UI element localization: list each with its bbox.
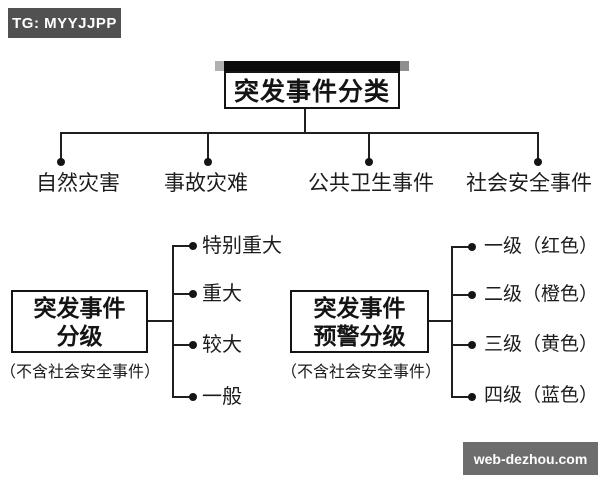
grading-level-label: 特别重大 [202,235,282,257]
grading-spine-line [172,245,174,398]
category-dot [534,158,542,166]
warning-level-dot [468,341,476,349]
category-label: 公共卫生事件 [308,171,434,195]
grading-level-label: 重大 [202,283,242,305]
category-label: 社会安全事件 [466,171,592,195]
warning-level-dot [468,291,476,299]
watermark-badge: web-dezhou.com [463,442,598,475]
category-label: 事故灾难 [164,171,248,195]
grading-branch-line [172,293,194,295]
root-title: 突发事件分类 [233,78,390,106]
category-dot [57,158,65,166]
warning-box: 突发事件 预警分级 [290,290,429,353]
decor-bar-middle [224,61,400,71]
root-box: 突发事件分类 [224,71,400,109]
grading-level-dot [189,393,197,401]
grading-level-label: 较大 [202,334,242,356]
warning-level-dot [468,243,476,251]
tg-badge: TG: MYYJJPP [8,8,121,38]
category-drop-line [368,133,370,163]
root-connector-line [304,109,306,133]
warning-level-dot [468,393,476,401]
warning-spine-line [451,246,453,398]
category-rail-line [60,132,539,134]
warning-level-label: 二级（橙色） [484,284,599,305]
warning-level-label: 一级（红色） [484,236,599,257]
root-decor-bar [215,61,409,71]
grading-level-dot [189,290,197,298]
category-drop-line [537,133,539,163]
category-dot [365,158,373,166]
warning-note: （不含社会安全事件） [281,364,442,381]
grading-box: 突发事件 分级 [11,290,148,353]
grading-branch-line [172,245,194,247]
category-dot [204,158,212,166]
grading-note: （不含社会安全事件） [0,364,161,381]
grading-box-line2: 分级 [56,322,103,349]
grading-branch-line [172,344,194,346]
decor-bar-left-cap [215,61,224,71]
category-label: 自然灾害 [36,171,120,195]
grading-branch-line [172,396,194,398]
grading-connector-line [148,320,174,322]
warning-box-line2: 预警分级 [313,322,406,349]
warning-branch-line [451,396,473,398]
grading-level-dot [189,341,197,349]
grading-box-line1: 突发事件 [33,294,126,321]
grading-level-label: 一般 [202,386,242,408]
warning-box-line1: 突发事件 [313,294,406,321]
warning-branch-line [451,344,473,346]
warning-branch-line [451,246,473,248]
warning-level-label: 三级（黄色） [484,334,599,355]
warning-branch-line [451,294,473,296]
warning-connector-line [429,320,453,322]
category-drop-line [60,133,62,163]
category-drop-line [207,133,209,163]
decor-bar-right-cap [400,61,409,71]
warning-level-label: 四级（蓝色） [484,385,599,406]
grading-level-dot [189,242,197,250]
